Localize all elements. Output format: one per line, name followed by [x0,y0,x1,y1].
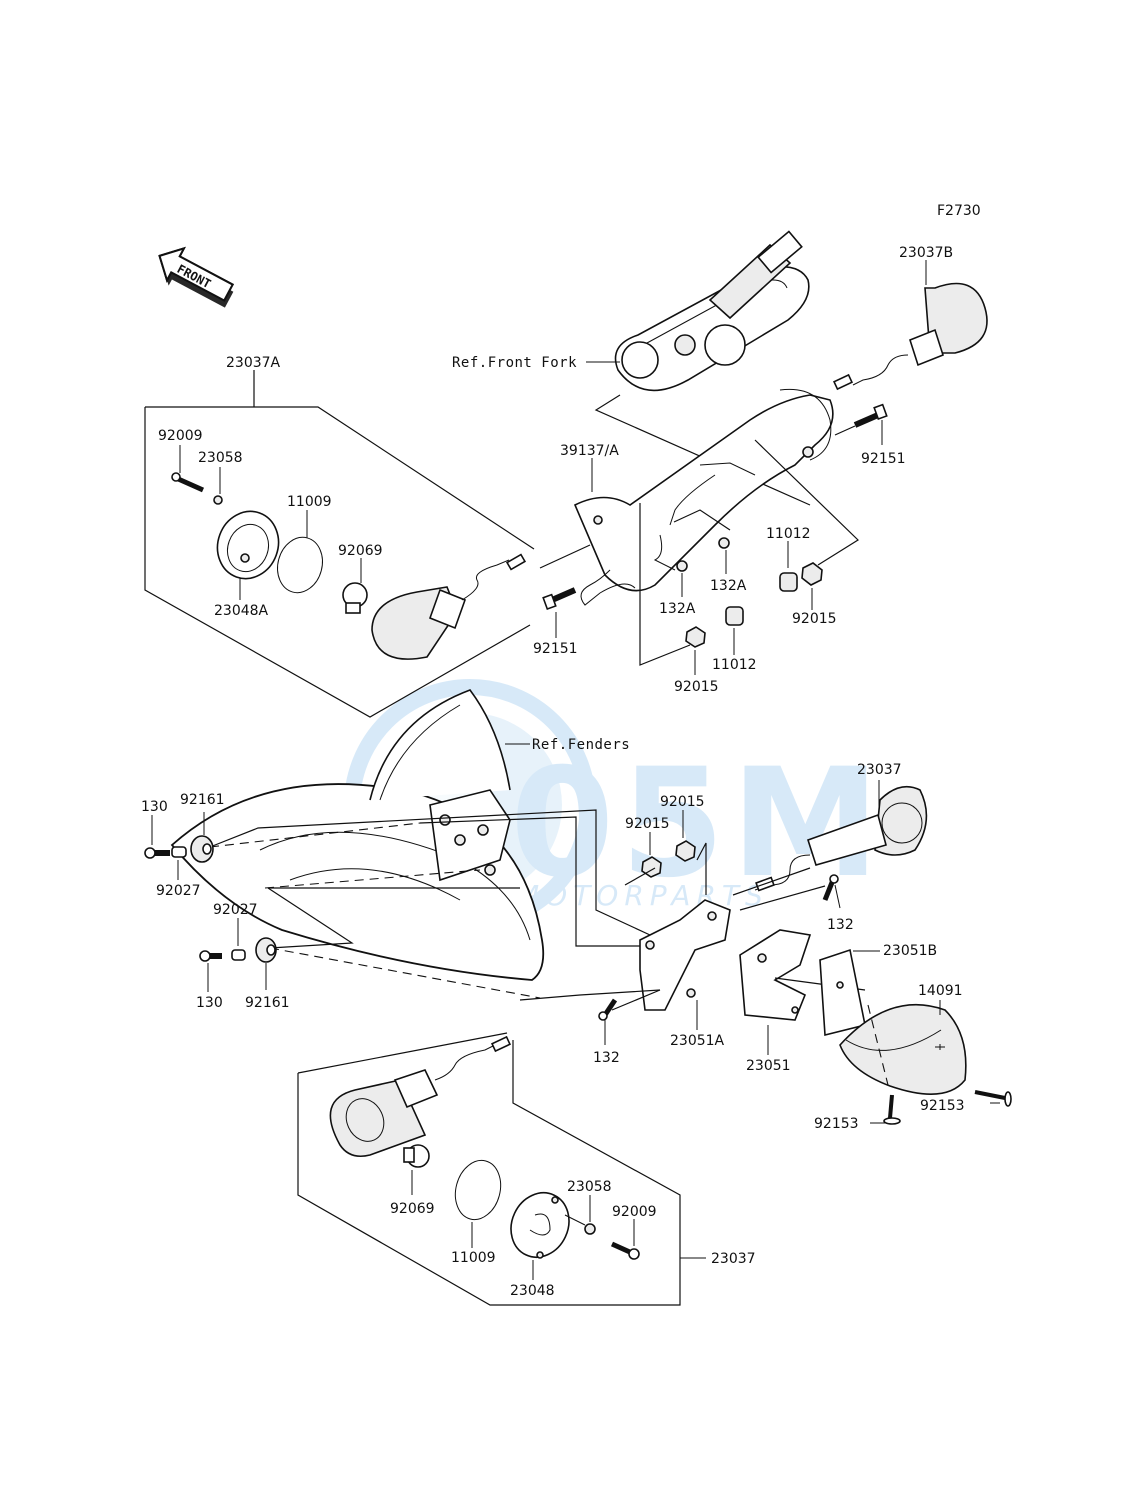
collar-92027-lower-icon [231,949,246,961]
bolt-132-right-icon [822,874,839,901]
watermark-brand: 05M [510,737,886,911]
gasket-11009-icon [277,536,323,594]
lens-23048A-icon [216,510,280,580]
nut-92015-mid-right-icon [675,840,696,862]
watermark-subtitle: MOTORPARTS [515,879,769,912]
label-130-upper: 130 [141,799,168,815]
label-132-left: 132 [593,1050,620,1066]
bolt-92151-right-icon [853,403,888,428]
wire-clips-icon [653,462,756,571]
label-92027-upper: 92027 [156,883,201,899]
screw-92153-lower-icon [883,1094,901,1125]
spacer-11012-center-icon [725,606,744,626]
bulb-92069-lower-icon [403,1144,430,1168]
screw-130-upper-icon [144,847,170,859]
label-23048: 23048 [510,1283,555,1299]
label-23058-lower: 23058 [567,1179,612,1195]
grommet-92161-upper-icon [190,835,214,863]
label-92151-right: 92151 [861,451,906,467]
screw-92009-lower-icon [610,1241,640,1260]
label-11009-lower: 11009 [451,1250,496,1266]
label-92151-left: 92151 [533,641,578,657]
label-23051: 23051 [746,1058,791,1074]
label-11012-right: 11012 [766,526,811,542]
bolt-92151-left-icon [542,587,577,611]
plate-23051B-icon [819,948,866,1037]
label-11012-center: 11012 [712,657,757,673]
gasket-11009-lower-icon [454,1159,502,1221]
label-92015-mid-left: 92015 [625,816,670,832]
nut-92015-center-icon [685,626,706,648]
label-92069-top: 92069 [338,543,383,559]
label-92015-center: 92015 [674,679,719,695]
front-fork-stem-icon [614,230,810,392]
turn-signal-lamp-lower-icon [329,1035,512,1158]
label-92027-lower: 92027 [213,902,258,918]
label-39137A: 39137/A [560,443,619,459]
lens-23048-icon [510,1192,570,1259]
label-14091: 14091 [918,983,963,999]
turn-signal-lamp-23037B-icon [832,282,988,391]
label-92015-mid-right: 92015 [660,794,705,810]
label-92015-right: 92015 [792,611,837,627]
label-92069-lower: 92069 [390,1201,435,1217]
bulb-92069-icon [342,582,368,614]
screw-130-lower-icon [199,950,222,962]
label-92161-upper: 92161 [180,792,225,808]
bolt-132-left-icon [598,998,618,1021]
screw-92153-right-icon [974,1090,1012,1107]
label-23037A: 23037A [226,355,281,371]
bracket-23051A-icon [639,899,731,1011]
label-132-right: 132 [827,917,854,933]
spacer-11012-right-icon [779,572,798,592]
label-92009-top: 92009 [158,428,203,444]
label-23037-rear: 23037 [857,762,902,778]
label-23051A: 23051A [670,1033,725,1049]
cover-14091-icon [839,1003,967,1095]
label-92009-lower: 92009 [612,1204,657,1220]
bracket-23051-icon [739,929,812,1021]
grommet-92161-lower-icon [255,937,277,963]
front-fender-icon [170,689,545,981]
label-11009-top: 11009 [287,494,332,510]
label-23037B: 23037B [899,245,953,261]
nut-132A-left-icon [676,560,688,572]
label-23058-top: 23058 [198,450,243,466]
nut-92015-right-icon [801,562,823,586]
bracket-39137A-icon [573,388,834,592]
label-92153-right: 92153 [920,1098,965,1114]
collar-92027-upper-icon [171,846,187,858]
assembly-23037A: 23037A 92009 23058 23048A 11009 9206 [144,355,535,718]
label-132A-right: 132A [710,578,747,594]
assembly-23037-lower: 23037 92069 11009 23048 [297,1032,756,1306]
screw-92009-icon [171,472,205,493]
label-92153-lower: 92153 [814,1116,859,1132]
nut-23058-lower-icon [584,1223,596,1235]
nut-23058-icon [213,495,223,505]
label-130-lower: 130 [196,995,223,1011]
label-92161-lower: 92161 [245,995,290,1011]
wire-harness-icon [580,569,636,606]
turn-signal-lamp-23037-icon [754,785,928,892]
label-132A-left: 132A [659,601,696,617]
ref-fenders: Ref.Fenders [532,737,630,753]
ref-front-fork: Ref.Front Fork [452,355,577,371]
label-23037-lower: 23037 [711,1251,756,1267]
label-23051B: 23051B [883,943,937,959]
turn-signal-lamp-front-icon [371,553,527,660]
nut-132A-right-icon [718,537,730,549]
label-23048A: 23048A [214,603,269,619]
figure-code: F2730 [937,203,981,219]
front-direction-arrow-icon: FRONT [158,246,234,308]
